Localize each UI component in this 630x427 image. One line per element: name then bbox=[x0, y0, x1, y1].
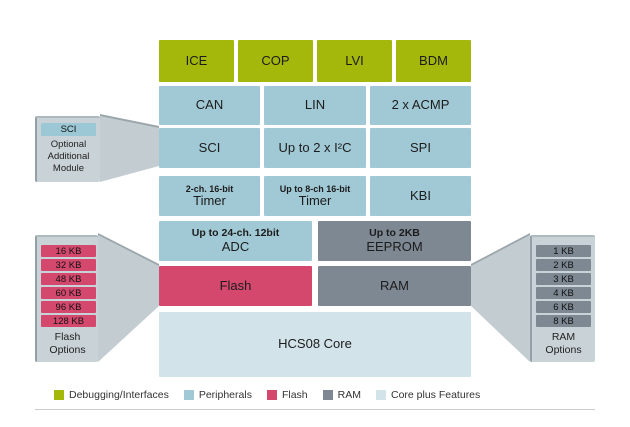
block-ice: ICE bbox=[159, 40, 234, 82]
block-adc-label: ADC bbox=[221, 238, 250, 254]
sci-callout-module: SCI bbox=[41, 123, 96, 136]
block-i2c: Up to 2 x I²C bbox=[264, 128, 366, 168]
flash-options-label-line1: Flash bbox=[54, 331, 81, 343]
block-can-label: CAN bbox=[195, 97, 224, 113]
legend-swatch-peripherals bbox=[183, 390, 194, 400]
block-sci-label: SCI bbox=[198, 139, 221, 155]
block-timer-2ch-sub: 2-ch. 16-bit bbox=[185, 183, 234, 194]
legend-item-debugging: Debugging/Interfaces bbox=[54, 389, 169, 401]
block-lin-label: LIN bbox=[304, 97, 326, 113]
block-can: CAN bbox=[159, 86, 260, 125]
flash-option-96kb: 96 KB bbox=[41, 301, 96, 313]
block-lvi-label: LVI bbox=[345, 52, 364, 68]
sci-callout-line3: Module bbox=[52, 162, 85, 174]
sci-callout: SCI Optional Additional Module bbox=[35, 116, 100, 182]
flash-option-32kb: 32 KB bbox=[41, 259, 96, 271]
block-flash-label: Flash bbox=[219, 277, 252, 293]
block-timer-2ch-label: Timer bbox=[193, 192, 226, 208]
flash-option-48kb: 48 KB bbox=[41, 273, 96, 285]
legend-item-core: Core plus Features bbox=[375, 389, 481, 401]
ram-options-label-line1: RAM bbox=[551, 331, 576, 343]
block-timer-2ch: 2-ch. 16-bit Timer bbox=[159, 176, 260, 216]
legend-label-ram: RAM bbox=[337, 389, 361, 401]
ram-option-2kb: 2 KB bbox=[536, 259, 591, 271]
block-ram: RAM bbox=[318, 266, 471, 306]
legend-label-core: Core plus Features bbox=[390, 389, 481, 401]
ram-option-4kb: 4 KB bbox=[536, 287, 591, 299]
flash-option-16kb: 16 KB bbox=[41, 245, 96, 257]
block-kbi: KBI bbox=[370, 176, 471, 216]
legend-item-flash: Flash bbox=[266, 389, 308, 401]
block-lin: LIN bbox=[264, 86, 366, 125]
block-ram-label: RAM bbox=[380, 277, 409, 293]
legend-swatch-ram bbox=[322, 390, 333, 400]
block-bdm-label: BDM bbox=[419, 52, 448, 68]
sci-callout-line1: Optional bbox=[50, 139, 87, 150]
ram-option-8kb: 8 KB bbox=[536, 315, 591, 327]
block-acmp: 2 x ACMP bbox=[370, 86, 471, 125]
block-i2c-label: Up to 2 x I²C bbox=[278, 139, 352, 155]
bottom-rule bbox=[35, 409, 595, 410]
flash-option-128kb: 128 KB bbox=[41, 315, 96, 327]
block-sci: SCI bbox=[159, 128, 260, 168]
legend-label-debugging: Debugging/Interfaces bbox=[69, 389, 169, 401]
legend-swatch-flash bbox=[266, 390, 277, 400]
block-adc-sub: Up to 24-ch. 12bit bbox=[191, 226, 280, 239]
block-acmp-label: 2 x ACMP bbox=[391, 97, 450, 113]
flash-options-label: Flash Options bbox=[37, 331, 98, 357]
block-hcs08-core-label: HCS08 Core bbox=[278, 336, 352, 352]
block-spi-label: SPI bbox=[410, 139, 431, 155]
block-timer-8ch-sub: Up to 8-ch 16-bit bbox=[279, 183, 351, 194]
legend-label-peripherals: Peripherals bbox=[198, 389, 252, 401]
block-timer-8ch-label: Timer bbox=[298, 192, 332, 208]
block-hcs08-core: HCS08 Core bbox=[159, 312, 471, 377]
ram-option-3kb: 3 KB bbox=[536, 273, 591, 285]
flash-options-callout: 16 KB 32 KB 48 KB 60 KB 96 KB 128 KB Fla… bbox=[35, 235, 98, 362]
legend-item-ram: RAM bbox=[322, 389, 361, 401]
block-eeprom-sub: Up to 2KB bbox=[369, 226, 420, 239]
legend-item-peripherals: Peripherals bbox=[183, 389, 252, 401]
flash-options-label-line2: Options bbox=[49, 343, 86, 356]
legend: Debugging/Interfaces Peripherals Flash R… bbox=[54, 388, 480, 402]
block-cop: COP bbox=[238, 40, 313, 82]
block-cop-label: COP bbox=[261, 52, 290, 68]
block-bdm: BDM bbox=[396, 40, 471, 82]
sci-callout-line2: Additional bbox=[47, 150, 90, 162]
block-spi: SPI bbox=[370, 128, 471, 168]
block-ice-label: ICE bbox=[185, 52, 208, 68]
ram-beam bbox=[471, 235, 530, 362]
sci-callout-text: Optional Additional Module bbox=[37, 139, 100, 175]
ram-option-6kb: 6 KB bbox=[536, 301, 591, 313]
legend-label-flash: Flash bbox=[281, 389, 308, 401]
ram-options-label-line2: Options bbox=[545, 343, 582, 356]
block-eeprom: Up to 2KB EEPROM bbox=[318, 221, 471, 261]
ram-option-1kb: 1 KB bbox=[536, 245, 591, 257]
legend-swatch-debugging bbox=[54, 390, 64, 400]
flash-option-60kb: 60 KB bbox=[41, 287, 96, 299]
ram-options-label: RAM Options bbox=[532, 331, 595, 357]
block-lvi: LVI bbox=[317, 40, 392, 82]
block-kbi-label: KBI bbox=[410, 187, 431, 203]
ram-options-callout: 1 KB 2 KB 3 KB 4 KB 6 KB 8 KB RAM Option… bbox=[530, 235, 595, 362]
block-timer-8ch: Up to 8-ch 16-bit Timer bbox=[264, 176, 366, 216]
block-adc: Up to 24-ch. 12bit ADC bbox=[159, 221, 312, 261]
block-flash: Flash bbox=[159, 266, 312, 306]
flash-beam bbox=[98, 235, 159, 362]
block-eeprom-label: EEPROM bbox=[366, 238, 423, 254]
legend-swatch-core bbox=[375, 390, 386, 400]
